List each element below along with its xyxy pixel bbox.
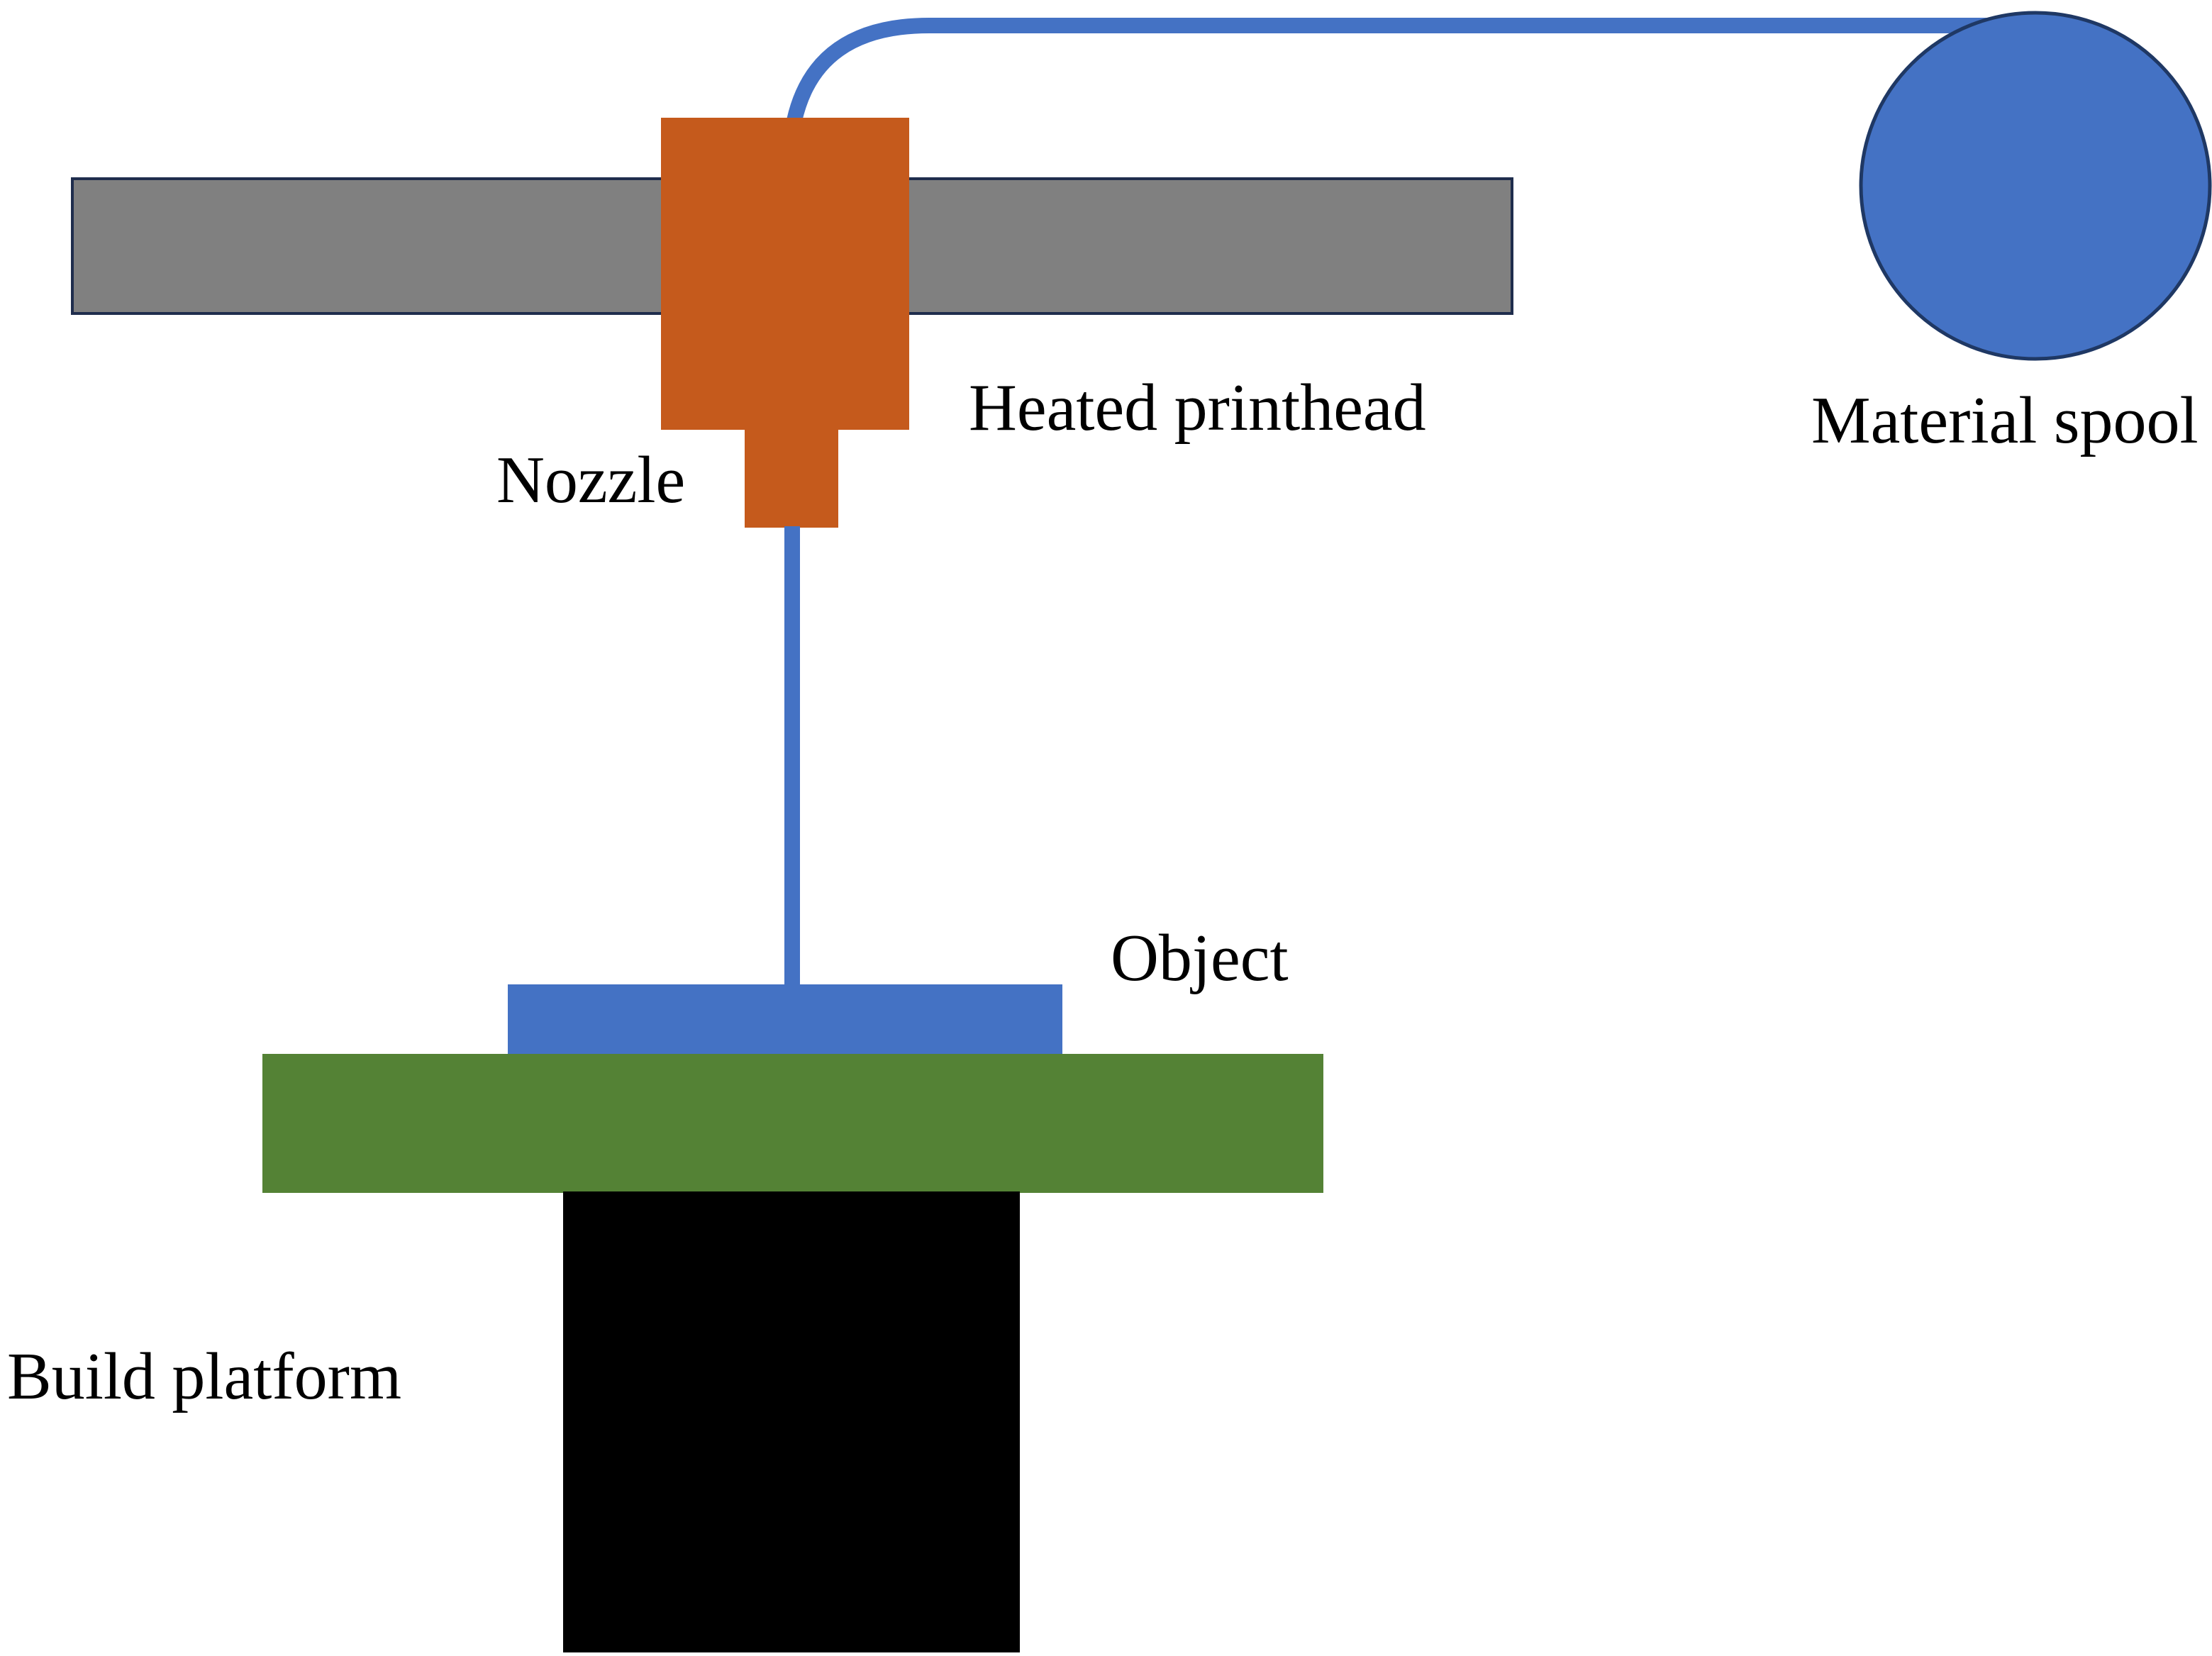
nozzle [745,428,838,528]
material-spool-label: Material spool [1811,384,2199,457]
heated-printhead [661,118,909,430]
build-platform-plate [262,1054,1323,1193]
heated-printhead-label: Heated printhead [969,371,1426,445]
material-spool [1859,11,2212,361]
platform-pedestal [563,1191,1020,1652]
filament-feed-line [787,18,2035,123]
nozzle-label: Nozzle [496,443,685,517]
printed-object [508,984,1062,1058]
object-label: Object [1111,921,1289,995]
build-platform-label: Build platform [7,1340,401,1413]
extruded-filament [784,526,800,987]
